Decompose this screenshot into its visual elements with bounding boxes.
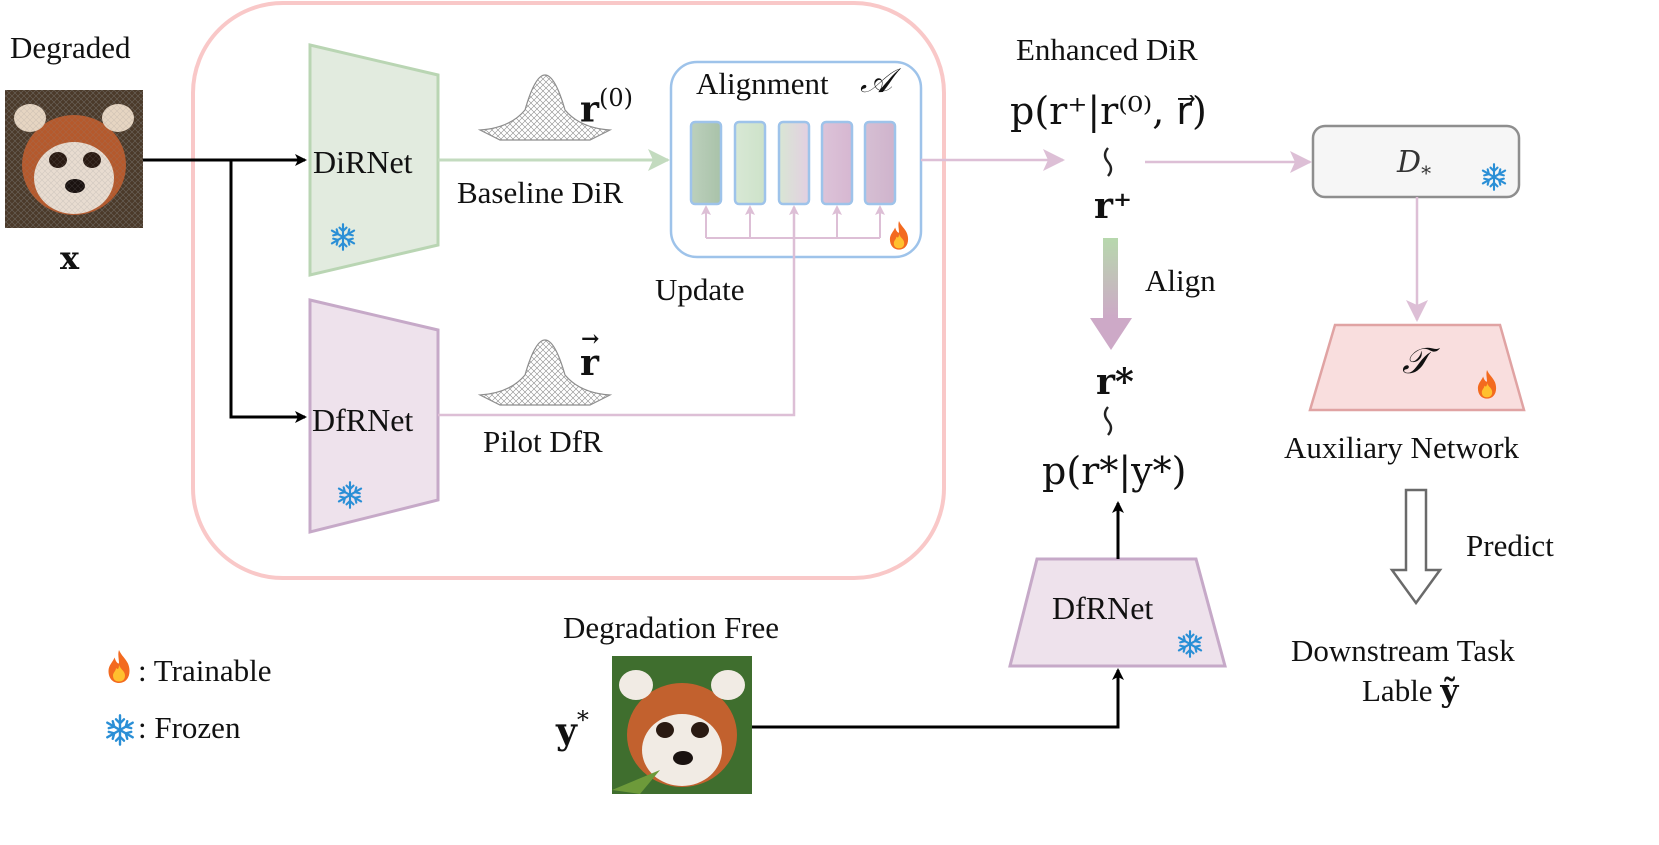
task-head-label: 𝒯 [1402, 341, 1430, 382]
input-symbol: x [60, 239, 80, 277]
alignment-bar [689, 120, 723, 206]
downstream-label: Downstream Task [1291, 633, 1515, 668]
pilot-dfr-label: Pilot DfR [483, 424, 603, 459]
alignment-bars [689, 120, 897, 206]
dirnet-block [308, 43, 440, 277]
dfrnet-label: DfRNet [312, 402, 414, 438]
rstar-label: r* [1096, 361, 1134, 403]
fire-icon [889, 221, 909, 250]
gaussian-surface-icon [477, 74, 613, 141]
decoder-label: D* [1397, 145, 1432, 185]
align-arrow [1090, 238, 1132, 350]
predict-arrow [1389, 488, 1443, 606]
dfrnet-block [308, 298, 440, 534]
alignment-bar [733, 120, 767, 206]
pilot-dfr-arrow [438, 205, 799, 417]
degraded-label: Degraded [10, 30, 131, 65]
alignment-bar [777, 120, 811, 206]
clean-input-arrow [752, 668, 1124, 729]
target-dfrnet-block [1008, 557, 1227, 668]
alignment-bar [820, 120, 854, 206]
tilde-target [1103, 406, 1113, 436]
degraded-image [5, 90, 143, 228]
legend-trainable: : Trainable [138, 653, 272, 688]
gaussian-surface-icon [477, 339, 613, 406]
encoder-stage-frame [191, 1, 946, 580]
target-dfrnet-label: DfRNet [1052, 590, 1154, 626]
rplus-label: r⁺ [1094, 185, 1132, 227]
alignment-title: Alignment [696, 66, 829, 101]
legend-frozen: : Frozen [138, 710, 241, 745]
align-label: Align [1145, 263, 1216, 298]
clean-image [612, 656, 752, 794]
snowflake-icon [1481, 163, 1507, 191]
dirnet-label: DiRNet [313, 144, 413, 180]
tilde-enhanced [1103, 147, 1113, 177]
input-arrow-dfrnet [229, 160, 307, 423]
alignment-bar [863, 120, 897, 206]
snowflake-icon [1177, 630, 1203, 658]
snowflake-icon [106, 714, 134, 746]
snowflake-icon [337, 481, 363, 509]
enhanced-title: Enhanced DiR [1016, 32, 1198, 67]
downstream-label-line2: Lable ỹ [1362, 673, 1459, 709]
target-formula: p(r*|y*) [1042, 449, 1187, 493]
r0-label: r(0) [580, 84, 633, 131]
y-star-label: y* [556, 706, 589, 753]
update-label: Update [655, 272, 745, 307]
snowflake-icon [330, 223, 356, 251]
enhanced-formula: p(r⁺|r⁽⁰⁾, r⃗) [1010, 89, 1207, 133]
alignment-symbol: 𝒜 [860, 61, 893, 101]
task-head-block [1308, 323, 1526, 412]
baseline-dir-label: Baseline DiR [457, 175, 624, 210]
predict-label: Predict [1466, 528, 1554, 563]
rvec-label: →r [580, 326, 600, 384]
fire-icon [108, 650, 130, 683]
auxiliary-network-label: Auxiliary Network [1284, 430, 1520, 465]
fire-icon [1477, 370, 1497, 399]
degradation-free-label: Degradation Free [563, 610, 780, 645]
